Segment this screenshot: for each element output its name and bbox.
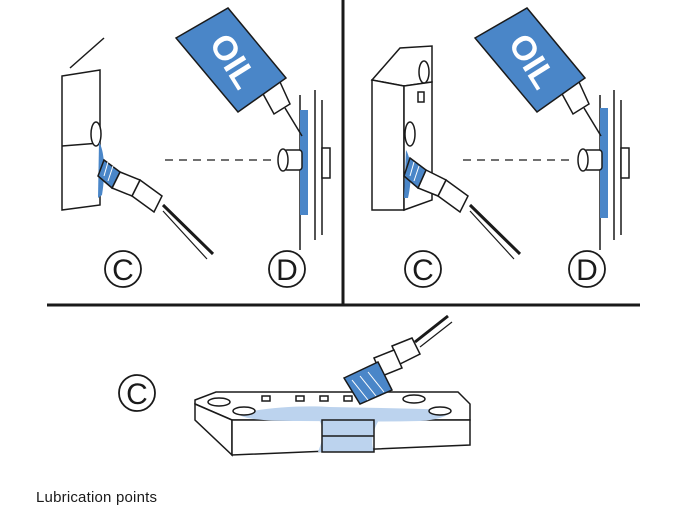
label-d-right: D	[568, 250, 606, 288]
left-panel: OIL C D	[61, 7, 331, 288]
striker-pin-left	[277, 148, 303, 172]
brush-left	[97, 158, 215, 260]
label-c-left: C	[104, 250, 142, 288]
label-c-left-text: C	[112, 254, 134, 287]
label-c-bottom: C	[118, 374, 156, 412]
label-c-right: C	[404, 250, 442, 288]
caption: Lubrication points	[36, 489, 158, 506]
brush-bottom	[342, 314, 453, 405]
frame-profile-right	[599, 90, 630, 250]
striker-pin-right	[577, 148, 603, 172]
hinge-base-plate	[194, 391, 471, 457]
label-d-left: D	[268, 250, 306, 288]
frame-lines	[47, 0, 640, 307]
frame-profile-left	[299, 90, 331, 250]
oil-can-right: OIL	[473, 7, 602, 137]
bottom-panel: C	[118, 314, 471, 457]
oil-can-left: OIL	[174, 7, 303, 137]
right-panel: OIL C D	[370, 7, 630, 288]
label-d-right-text: D	[576, 254, 598, 287]
brush-right	[403, 156, 522, 260]
label-c-right-text: C	[412, 254, 434, 287]
label-c-bottom-text: C	[126, 378, 148, 411]
label-d-left-text: D	[276, 254, 298, 287]
hinge-leaf-left	[61, 37, 105, 211]
